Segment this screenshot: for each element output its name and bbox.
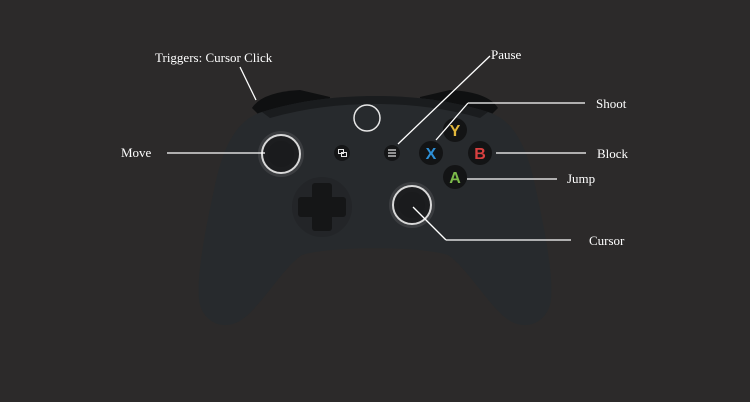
guide-button[interactable] (353, 104, 381, 132)
shoot-label: Shoot (596, 96, 627, 111)
a-button[interactable]: A (443, 165, 467, 189)
view-button[interactable] (334, 145, 350, 161)
controller-body (198, 96, 552, 326)
b-button[interactable]: B (468, 141, 492, 165)
shoot-leader-diagonal (435, 102, 469, 141)
right-stick[interactable] (389, 182, 435, 228)
dpad[interactable] (292, 177, 352, 237)
pause-leader (397, 55, 491, 145)
y-button[interactable]: Y (443, 118, 467, 142)
menu-button[interactable] (384, 145, 400, 161)
move-label: Move (121, 145, 152, 160)
y-button-letter: Y (450, 123, 461, 140)
x-button-letter: X (426, 146, 437, 163)
x-button[interactable]: X (419, 141, 443, 165)
menu-icon (388, 149, 396, 157)
cursor-label: Cursor (589, 233, 625, 248)
leader-lines (167, 55, 586, 241)
b-button-letter: B (474, 146, 486, 163)
triggers-leader (239, 66, 257, 101)
a-button-letter: A (449, 170, 461, 187)
cursor-leader-diagonal (412, 206, 447, 241)
left-bumper[interactable] (252, 90, 330, 114)
jump-label: Jump (567, 171, 596, 186)
left-stick[interactable] (258, 131, 304, 177)
view-icon (338, 149, 347, 157)
pause-label: Pause (491, 47, 522, 62)
right-bumper[interactable] (420, 90, 498, 114)
triggers-label: Triggers: Cursor Click (155, 50, 273, 65)
block-label: Block (597, 146, 629, 161)
